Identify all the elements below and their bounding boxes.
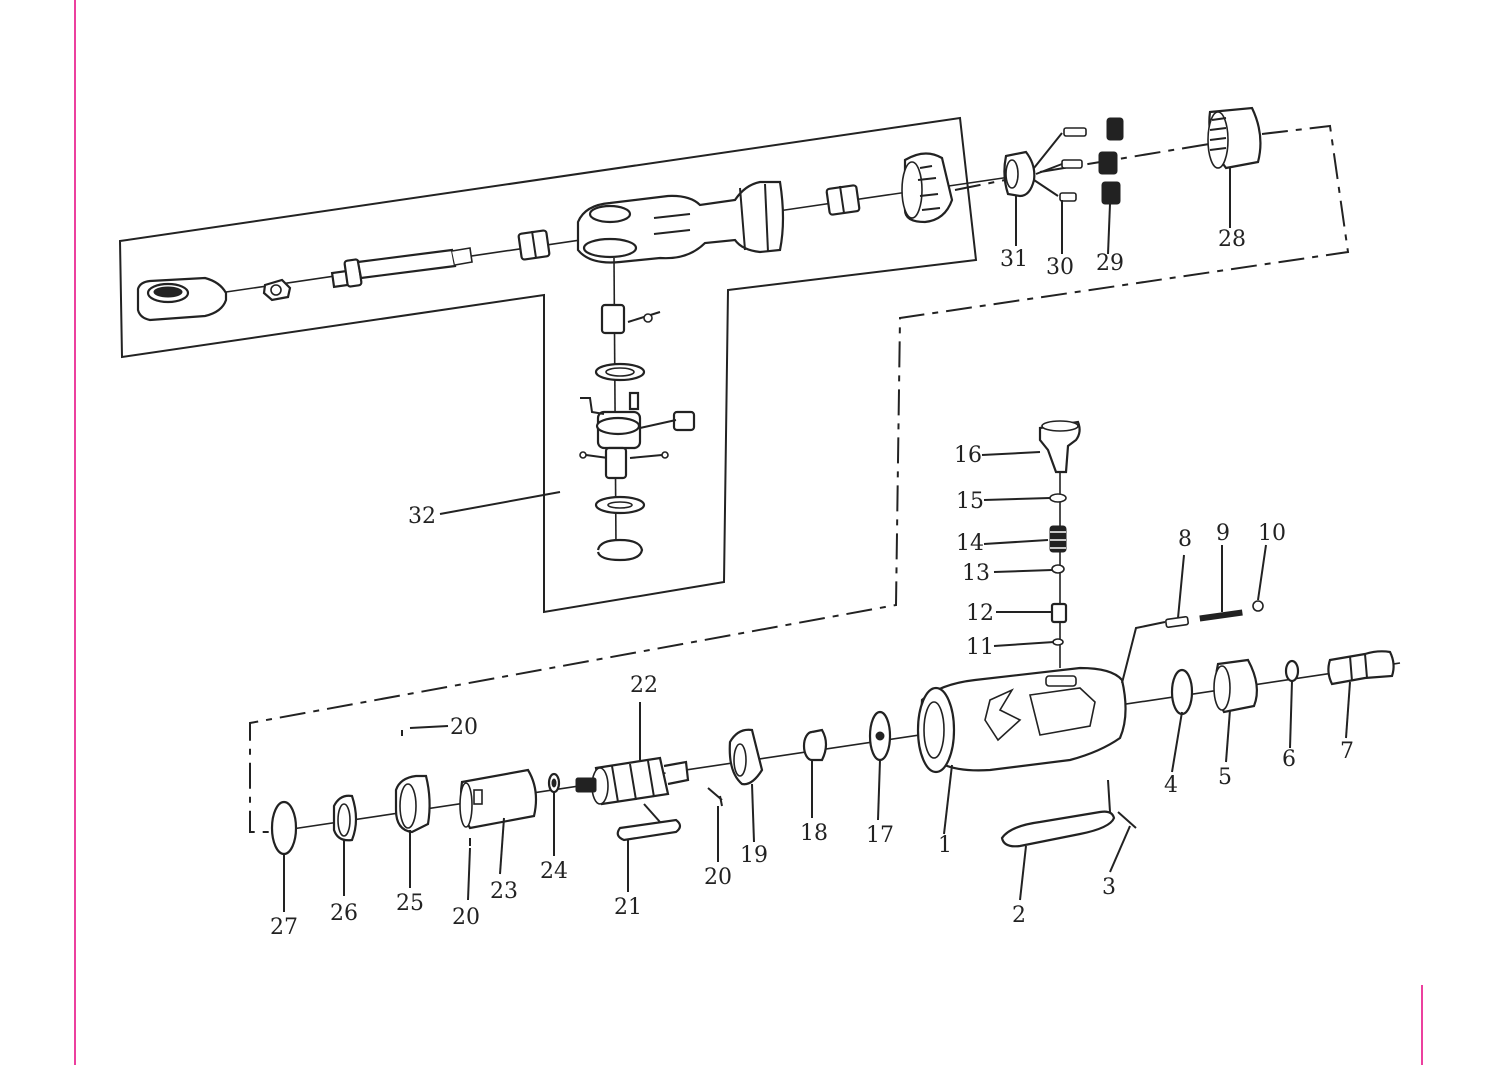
label-5: 5 <box>1218 765 1232 790</box>
pin-3 <box>1117 811 1137 829</box>
bearing-left <box>517 229 551 261</box>
label-3: 3 <box>1102 875 1116 900</box>
leader-lines <box>283 168 1351 912</box>
label-15: 15 <box>956 489 984 514</box>
label-23: 23 <box>490 879 518 904</box>
label-29: 29 <box>1096 251 1124 276</box>
plate-17 <box>868 710 892 762</box>
dashed-connector-top <box>249 124 1350 833</box>
label-26: 26 <box>330 901 358 926</box>
bearing-25 <box>394 774 431 834</box>
washer-6 <box>1284 659 1300 683</box>
pin-12 <box>1050 602 1068 624</box>
label-24: 24 <box>540 859 568 884</box>
ratchet-head-assembly-outline <box>118 116 978 614</box>
label-20-bottom: 20 <box>452 905 480 930</box>
label-1: 1 <box>938 833 952 858</box>
pin-8 <box>1165 615 1189 629</box>
label-22: 22 <box>630 673 658 698</box>
label-27: 27 <box>270 915 298 940</box>
end-cap-28 <box>1207 106 1262 170</box>
label-14: 14 <box>956 531 984 556</box>
ring-27 <box>270 800 298 856</box>
drive-shaft <box>330 247 473 289</box>
spring-14 <box>1049 525 1067 553</box>
label-8: 8 <box>1178 527 1192 552</box>
label-19: 19 <box>740 843 768 868</box>
label-32: 32 <box>408 504 436 529</box>
label-13: 13 <box>962 561 990 586</box>
label-28: 28 <box>1218 227 1246 252</box>
ratchet-head <box>136 276 228 322</box>
label-20-right: 20 <box>704 865 732 890</box>
ratchet-housing <box>576 180 785 264</box>
label-30: 30 <box>1046 255 1074 280</box>
ring-26 <box>332 794 358 842</box>
label-21: 21 <box>614 895 642 920</box>
connector-8-10 <box>1121 621 1166 684</box>
lever-2 <box>1000 779 1116 848</box>
nut-5 <box>1213 658 1259 714</box>
label-6: 6 <box>1282 747 1296 772</box>
label-18: 18 <box>800 821 828 846</box>
label-12: 12 <box>966 601 994 626</box>
label-7: 7 <box>1340 739 1354 764</box>
rotor-22 <box>575 756 690 806</box>
label-9: 9 <box>1216 521 1230 546</box>
air-inlet-7 <box>1327 650 1395 686</box>
plate-19 <box>728 728 764 786</box>
label-10: 10 <box>1258 521 1286 546</box>
branch-lines <box>1033 132 1063 197</box>
bearing-18 <box>802 728 828 762</box>
washer-13 <box>1051 564 1065 574</box>
ball-10 <box>1252 600 1264 612</box>
label-16: 16 <box>954 443 982 468</box>
valve-body-31 <box>1003 150 1036 198</box>
washer-24 <box>547 772 561 794</box>
label-2: 2 <box>1012 903 1026 928</box>
cylinder-23 <box>459 768 538 830</box>
pins-30 <box>1059 127 1087 202</box>
ratchet-internals <box>579 303 696 562</box>
label-25: 25 <box>396 891 424 916</box>
ring-4 <box>1170 668 1194 716</box>
ring-11 <box>1052 638 1064 646</box>
label-31: 31 <box>1000 247 1028 272</box>
label-11: 11 <box>966 635 994 660</box>
ratchet-pawl-nut <box>262 278 292 302</box>
label-4: 4 <box>1164 773 1178 798</box>
spring-9 <box>1199 609 1243 622</box>
pin-20-right <box>707 787 723 807</box>
washer-15 <box>1049 493 1067 503</box>
label-20-top: 20 <box>450 715 478 740</box>
housing-1 <box>916 666 1127 774</box>
label-17: 17 <box>866 823 894 848</box>
valve-16 <box>1038 420 1081 474</box>
bushing <box>825 184 861 216</box>
clamp-ring <box>901 152 954 224</box>
blade-21 <box>616 818 682 842</box>
caps-29 <box>1098 117 1124 205</box>
